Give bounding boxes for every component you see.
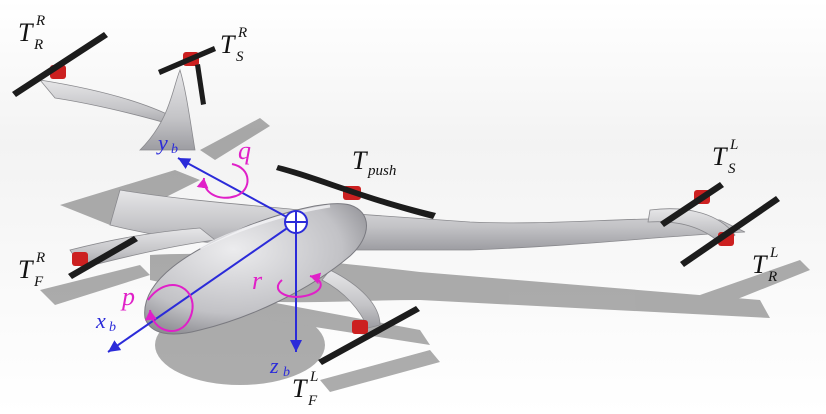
- label-TFR: T R F: [18, 250, 46, 290]
- label-TFL: T L F: [292, 369, 319, 409]
- xb-axis: [107, 221, 297, 353]
- motor-TFL: [352, 320, 368, 334]
- propellers: [12, 32, 780, 365]
- prop-TRL: [680, 196, 780, 267]
- rotation-arrows: [144, 163, 322, 332]
- yb-axis: [177, 157, 297, 223]
- label-TRL: T L R: [752, 245, 779, 285]
- p-rotation-arrow: [144, 284, 194, 332]
- prop-TSR: [158, 46, 216, 75]
- label-TSR: T R S: [220, 25, 248, 65]
- label-Tpush: T push: [352, 146, 397, 179]
- prop-TFR: [68, 236, 138, 279]
- r-rotation-arrow: [276, 272, 322, 298]
- q-rotation-arrow: [196, 163, 249, 199]
- prop-TRR: [12, 32, 108, 97]
- label-p: p: [122, 282, 135, 311]
- prop-TFL: [318, 306, 420, 365]
- label-q: q: [238, 136, 251, 165]
- airframe: [39, 68, 746, 335]
- label-TRR: T R R: [18, 13, 46, 53]
- label-TSL: T L S: [712, 137, 739, 177]
- prop-Tpush: [276, 165, 436, 219]
- motor-TFR: [72, 252, 88, 266]
- prop-TSL: [660, 182, 724, 227]
- body-axes: [107, 157, 308, 353]
- label-r: r: [252, 266, 263, 295]
